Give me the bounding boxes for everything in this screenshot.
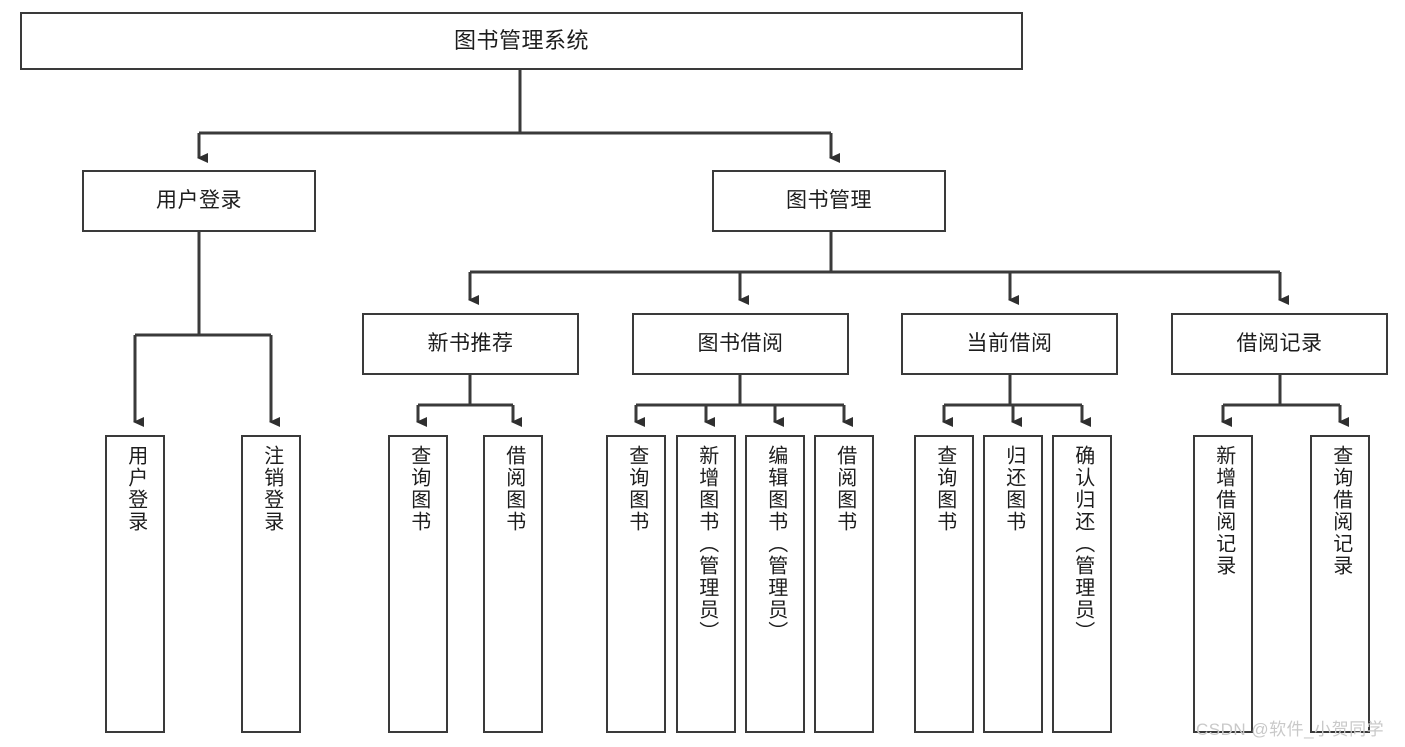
leaf-recommend-query-book[interactable]: 查询图书	[388, 435, 448, 733]
node-label: 查询借阅记录	[1329, 445, 1352, 577]
node-root-system[interactable]: 图书管理系统	[20, 12, 1023, 70]
node-new-book-recommend[interactable]: 新书推荐	[362, 313, 579, 375]
leaf-borrow-query-book[interactable]: 查询图书	[606, 435, 666, 733]
node-label: 用户登录	[124, 445, 147, 533]
leaf-current-query-book[interactable]: 查询图书	[914, 435, 974, 733]
node-label: 当前借阅	[966, 332, 1053, 356]
csdn-watermark: CSDN @软件_小贺同学	[1196, 720, 1385, 739]
node-label: 图书管理	[786, 189, 872, 213]
leaf-borrow-borrow-book[interactable]: 借阅图书	[814, 435, 874, 733]
node-label: 新增借阅记录	[1212, 445, 1235, 577]
node-book-management[interactable]: 图书管理	[712, 170, 946, 232]
node-current-borrow[interactable]: 当前借阅	[901, 313, 1118, 375]
node-label: 确认归还（管理员）	[1071, 445, 1094, 643]
node-label: 新增图书（管理员）	[695, 445, 718, 643]
node-label: 借阅图书	[833, 445, 856, 533]
leaf-user-login[interactable]: 用户登录	[105, 435, 165, 733]
node-label: 借阅图书	[502, 445, 525, 533]
leaf-current-return-book[interactable]: 归还图书	[983, 435, 1043, 733]
leaf-borrow-edit-book-admin[interactable]: 编辑图书（管理员）	[745, 435, 805, 733]
leaf-recommend-borrow-book[interactable]: 借阅图书	[483, 435, 543, 733]
node-label: 查询图书	[625, 445, 648, 533]
node-label: 新书推荐	[427, 332, 514, 356]
node-label: 用户登录	[156, 189, 242, 213]
node-label: 注销登录	[260, 445, 283, 533]
node-label: 图书借阅	[697, 332, 784, 356]
leaf-user-logout[interactable]: 注销登录	[241, 435, 301, 733]
leaf-borrow-add-book-admin[interactable]: 新增图书（管理员）	[676, 435, 736, 733]
node-label: 查询图书	[407, 445, 430, 533]
leaf-records-query-record[interactable]: 查询借阅记录	[1310, 435, 1370, 733]
node-label: 查询图书	[933, 445, 956, 533]
node-book-borrow[interactable]: 图书借阅	[632, 313, 849, 375]
node-label: 借阅记录	[1236, 332, 1323, 356]
leaf-current-confirm-return-admin[interactable]: 确认归还（管理员）	[1052, 435, 1112, 733]
node-user-login[interactable]: 用户登录	[82, 170, 316, 232]
node-label: 归还图书	[1002, 445, 1025, 533]
node-label: 图书管理系统	[453, 27, 589, 53]
node-label: 编辑图书（管理员）	[764, 445, 787, 643]
leaf-records-add-record[interactable]: 新增借阅记录	[1193, 435, 1253, 733]
node-borrow-records[interactable]: 借阅记录	[1171, 313, 1388, 375]
